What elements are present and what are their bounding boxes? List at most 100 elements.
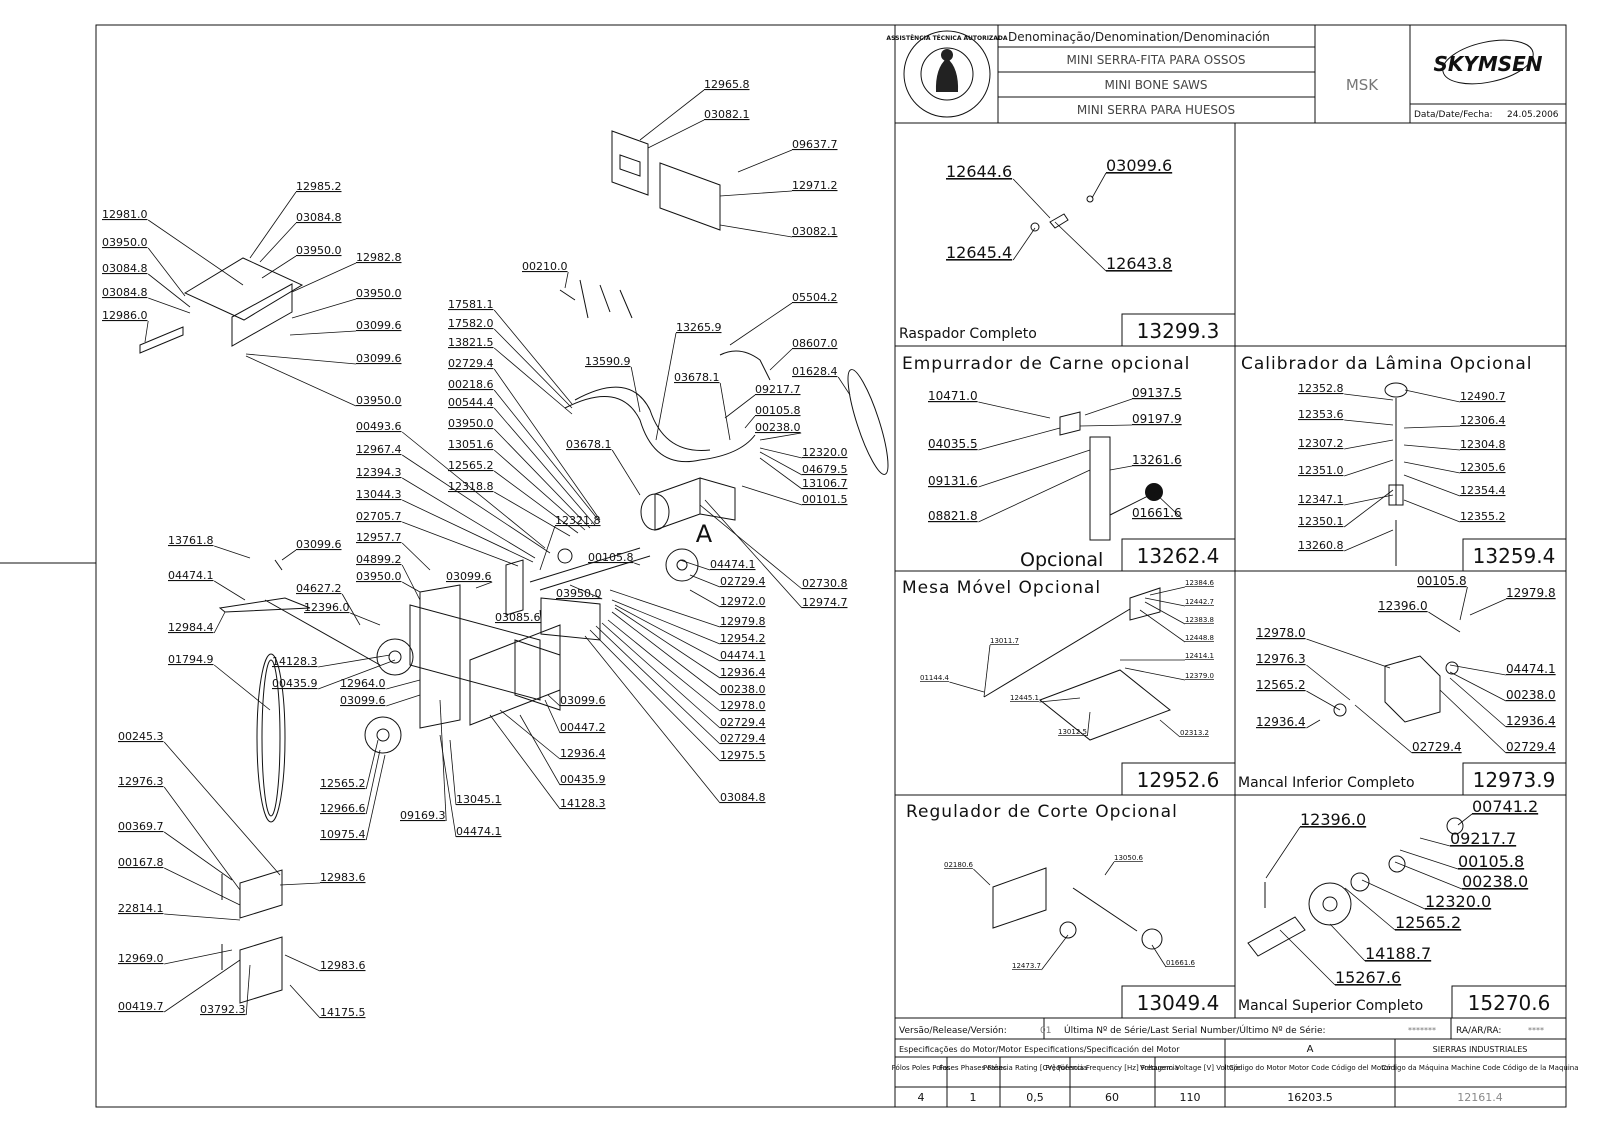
leader-line: [1159, 719, 1181, 738]
part-label: 12414.1: [1185, 652, 1214, 660]
part-label: 03678.1: [566, 438, 612, 451]
part-label: 12974.7: [802, 596, 848, 609]
part-label: 12936.4: [560, 747, 606, 760]
leader-line: [1403, 461, 1461, 474]
part-label: 00238.0: [755, 421, 801, 434]
leader-line: [259, 222, 297, 263]
part-label: 00238.0: [720, 683, 766, 696]
leader-line: [493, 449, 586, 531]
part-label: 00493.6: [356, 420, 402, 433]
leader-line: [729, 302, 793, 346]
part-label: 00210.0: [522, 260, 568, 273]
part-label: 12383.8: [1185, 616, 1214, 624]
part-label: 14128.3: [272, 655, 318, 668]
part-label: 12350.1: [1298, 515, 1344, 528]
part-label: 03950.0: [296, 244, 342, 257]
leader-line: [983, 644, 991, 698]
denomination-label: Denominação/Denomination/Denominación: [1008, 30, 1270, 44]
part-label: 12957.7: [356, 531, 402, 544]
title-es: MINI SERRA PARA HUESOS: [1077, 103, 1235, 117]
serial-label: Última Nº de Série/Last Serial Number/Úl…: [1064, 1024, 1326, 1036]
panel-mancal-superior-code: 15270.6: [1468, 991, 1551, 1015]
part-label: 14128.3: [560, 797, 606, 810]
part-label: 00105.8: [1458, 852, 1524, 871]
leader-line: [949, 681, 985, 693]
leader-line: [1306, 664, 1351, 701]
phases-value: 1: [970, 1091, 977, 1104]
version-value: 01: [1040, 1026, 1051, 1036]
part-label: 08821.8: [928, 509, 978, 523]
part-label: 12976.3: [118, 775, 164, 788]
leader-line: [439, 734, 457, 838]
leader-line: [489, 714, 561, 810]
leader-line: [1344, 494, 1394, 506]
part-label: 04899.2: [356, 553, 402, 566]
leader-line: [1329, 923, 1366, 962]
leader-line: [737, 149, 793, 173]
leader-line: [611, 599, 721, 645]
callout-a: A: [696, 520, 713, 548]
leader-line: [1343, 489, 1394, 528]
part-label: 02730.8: [802, 577, 848, 590]
part-label: 00447.2: [560, 721, 606, 734]
leader-line: [769, 348, 793, 371]
leader-line: [164, 949, 233, 965]
part-label: 09131.6: [928, 474, 978, 488]
leader-line: [699, 504, 803, 590]
part-label: 00105.8: [588, 551, 634, 564]
panel-calibrador-title: Calibrador da Lâmina Opcional: [1241, 354, 1532, 374]
part-label: 12565.2: [1395, 913, 1461, 932]
leader-line: [978, 401, 1051, 419]
part-label: 04474.1: [1506, 662, 1556, 676]
leader-line: [595, 625, 721, 745]
leader-line: [589, 629, 721, 762]
part-label: 09217.7: [1450, 829, 1516, 848]
leader-line: [689, 589, 721, 608]
leader-line: [1041, 934, 1069, 971]
leader-line: [493, 428, 591, 529]
leader-line: [744, 415, 756, 429]
col-power: Potência Rating [CV] Potencia: [983, 1064, 1087, 1072]
part-label: 04679.5: [802, 463, 848, 476]
part-label: 12979.8: [720, 615, 766, 628]
leader-line: [547, 694, 561, 707]
part-label: 12347.1: [1298, 493, 1344, 506]
panel-mancal-inferior-title: Mancal Inferior Completo: [1238, 775, 1415, 791]
leader-line: [245, 964, 251, 1016]
leader-line: [1139, 609, 1186, 643]
part-label: 10975.4: [320, 828, 366, 841]
part-label: 03084.8: [296, 211, 342, 224]
part-label: 13761.8: [168, 534, 214, 547]
part-label: 12936.4: [1506, 714, 1556, 728]
part-label: 00245.3: [118, 730, 164, 743]
leader-line: [1428, 611, 1461, 633]
leader-line: [245, 353, 357, 365]
part-label: 12445.1: [1010, 694, 1039, 702]
part-label: 09197.9: [1132, 412, 1182, 426]
leader-line: [291, 262, 357, 293]
part-label: 00238.0: [1462, 872, 1528, 891]
part-label: 17582.0: [448, 317, 494, 330]
part-label: 02313.2: [1180, 729, 1209, 737]
leader-line: [1449, 664, 1507, 676]
part-label: 12967.4: [356, 443, 402, 456]
part-label: 01628.4: [792, 365, 838, 378]
leader-line: [611, 449, 641, 496]
part-label: 12975.5: [720, 749, 766, 762]
part-label: 08607.0: [792, 337, 838, 350]
main-assembly-parts: [139, 130, 889, 1004]
part-label: 12979.8: [1506, 586, 1556, 600]
leader-line: [1404, 389, 1461, 403]
leader-line: [365, 754, 386, 841]
leader-line: [837, 376, 851, 396]
col-motor-code: Código do Motor Motor Code Código del Mo…: [1229, 1064, 1391, 1072]
part-label: 13261.6: [1132, 453, 1182, 467]
leader-line: [978, 427, 1061, 451]
leader-line: [261, 255, 297, 279]
leader-line: [499, 709, 561, 760]
col-phases: Fases Phases Fases: [939, 1064, 1007, 1072]
part-label: 12978.0: [720, 699, 766, 712]
part-label: 12983.6: [320, 871, 366, 884]
leader-line: [719, 190, 793, 197]
